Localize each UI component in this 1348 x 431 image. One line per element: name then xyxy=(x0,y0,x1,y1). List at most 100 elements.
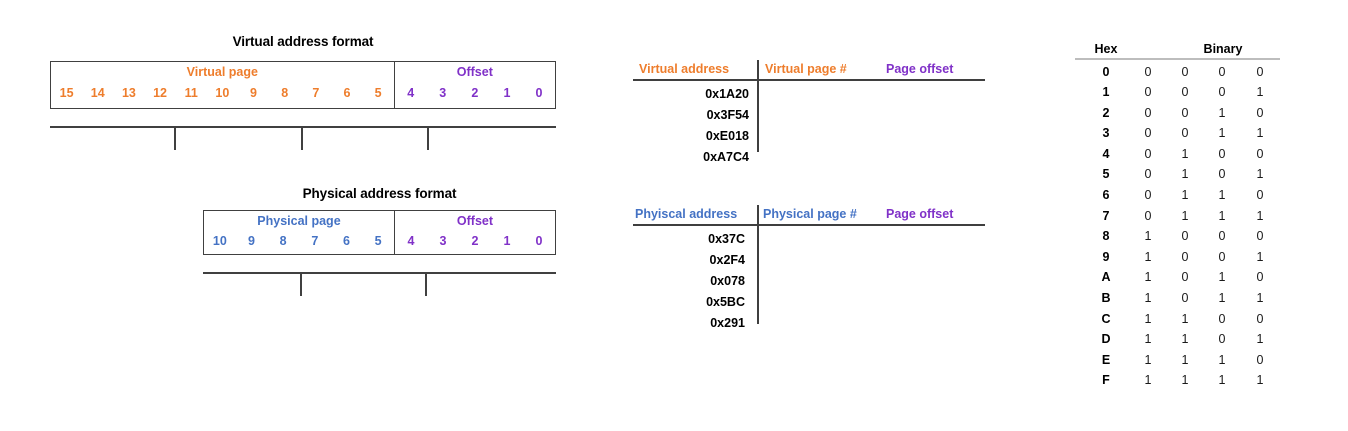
physical-address-table: Phyiscal address Physical page # Page of… xyxy=(633,205,985,334)
bit-label: 5 xyxy=(374,86,382,100)
binary-bit: 0 xyxy=(1218,167,1226,182)
binary-bit: 1 xyxy=(1256,167,1264,182)
virtual-address-table: Virtual address Virtual page # Page offs… xyxy=(633,60,985,168)
binary-bit: 0 xyxy=(1218,229,1226,244)
table-row: 0x078 xyxy=(710,273,745,288)
binary-bit: 1 xyxy=(1256,85,1264,100)
hex-value: F xyxy=(1102,373,1110,388)
binary-bit: 1 xyxy=(1144,229,1152,244)
virtual-address-format-title: Virtual address format xyxy=(232,34,374,49)
binary-bit: 0 xyxy=(1144,167,1152,182)
bit-label: 3 xyxy=(439,86,447,100)
binary-bit: 0 xyxy=(1181,229,1189,244)
hex-value: 7 xyxy=(1102,208,1110,223)
binary-bit: 0 xyxy=(1181,126,1189,141)
bit-label: 6 xyxy=(342,233,350,248)
table-row: D 1 1 0 1 xyxy=(1075,329,1280,350)
bit-label: 7 xyxy=(312,86,320,100)
virtual-ruler-line xyxy=(50,126,556,128)
virtual-ruler-tick xyxy=(427,128,429,150)
table-row: 8 1 0 0 0 xyxy=(1075,226,1280,247)
binary-bit: 1 xyxy=(1218,291,1226,306)
physical-ruler-line xyxy=(203,272,556,274)
table-row: F 1 1 1 1 xyxy=(1075,370,1280,391)
hex-value: D xyxy=(1101,332,1111,347)
binary-bit: 0 xyxy=(1144,105,1152,120)
virtual-address-format-box: Virtual page 15 14 13 12 11 10 9 8 7 6 5… xyxy=(50,61,556,109)
table-row: 9 1 0 0 1 xyxy=(1075,247,1280,268)
table-row: 6 0 1 1 0 xyxy=(1075,185,1280,206)
binary-bit: 0 xyxy=(1181,291,1189,306)
hex-value: 1 xyxy=(1102,85,1110,100)
bit-label: 8 xyxy=(281,86,289,100)
table-row: 0x291 xyxy=(710,315,745,330)
physical-ruler-tick xyxy=(425,274,427,296)
hex-value: B xyxy=(1101,291,1111,306)
binary-bit: 1 xyxy=(1181,208,1189,223)
binary-bit: 1 xyxy=(1218,270,1226,285)
column-header-physical-page-number: Physical page # xyxy=(763,207,857,221)
binary-bit: 0 xyxy=(1144,208,1152,223)
physical-offset-segment: Offset 4 3 2 1 0 xyxy=(393,211,555,254)
table-row: B 1 0 1 1 xyxy=(1075,288,1280,309)
hex-value: 6 xyxy=(1102,188,1110,203)
hex-value: 5 xyxy=(1102,167,1110,182)
binary-bit: 1 xyxy=(1181,352,1189,367)
bit-label: 9 xyxy=(248,233,255,248)
hex-value: A xyxy=(1101,270,1111,285)
virtual-page-bit-row: 15 14 13 12 11 10 9 8 7 6 5 xyxy=(51,79,394,109)
binary-bit: 1 xyxy=(1181,188,1189,203)
binary-bit: 1 xyxy=(1181,167,1189,182)
bit-label: 4 xyxy=(407,233,415,248)
binary-bit: 0 xyxy=(1256,64,1264,79)
hex-value: E xyxy=(1101,352,1111,367)
table-row: 1 0 0 0 1 xyxy=(1075,82,1280,103)
binary-bit: 1 xyxy=(1218,126,1226,141)
bit-label: 7 xyxy=(311,233,319,248)
virtual-offset-segment: Offset 4 3 2 1 0 xyxy=(393,62,555,108)
table-row: E 1 1 1 0 xyxy=(1075,350,1280,371)
binary-bit: 1 xyxy=(1144,311,1152,326)
bit-label: 4 xyxy=(407,86,415,100)
physical-table-header-rule xyxy=(633,224,985,226)
binary-bit: 0 xyxy=(1256,105,1264,120)
hex-binary-table: Hex Binary 0 0 0 0 0 1 0 0 0 1 2 0 0 1 0… xyxy=(1075,40,1280,391)
bit-label: 5 xyxy=(374,233,382,248)
table-row: 0x3F54 xyxy=(706,107,749,122)
virtual-page-segment-label: Virtual page xyxy=(186,65,258,79)
table-row: 2 0 0 1 0 xyxy=(1075,103,1280,124)
binary-bit: 1 xyxy=(1144,373,1152,388)
binary-bit: 0 xyxy=(1181,249,1189,264)
column-header-hex: Hex xyxy=(1094,42,1118,56)
column-header-page-offset: Page offset xyxy=(886,207,954,221)
bit-label: 12 xyxy=(153,86,167,100)
table-row: 0x37C xyxy=(708,231,745,246)
binary-bit: 1 xyxy=(1181,146,1189,161)
binary-bit: 0 xyxy=(1256,146,1264,161)
binary-bit: 1 xyxy=(1218,105,1226,120)
binary-bit: 0 xyxy=(1218,146,1226,161)
physical-address-format-box: Physical page 10 9 8 7 6 5 Offset 4 3 2 … xyxy=(203,210,556,255)
physical-address-format-title: Physical address format xyxy=(302,186,457,201)
bit-label: 1 xyxy=(503,86,511,100)
binary-bit: 1 xyxy=(1144,249,1152,264)
bit-label: 1 xyxy=(503,233,511,248)
virtual-offset-segment-label: Offset xyxy=(456,65,493,79)
binary-bit: 1 xyxy=(1144,352,1152,367)
binary-bit: 1 xyxy=(1144,270,1152,285)
binary-bit: 1 xyxy=(1256,249,1264,264)
binary-bit: 0 xyxy=(1218,85,1226,100)
hex-table-header-rule xyxy=(1075,58,1280,60)
binary-bit: 0 xyxy=(1256,229,1264,244)
table-row: 4 0 1 0 0 xyxy=(1075,144,1280,165)
virtual-page-segment: Virtual page 15 14 13 12 11 10 9 8 7 6 5 xyxy=(51,62,394,108)
column-header-page-offset: Page offset xyxy=(886,62,954,76)
binary-bit: 0 xyxy=(1144,146,1152,161)
bit-label: 2 xyxy=(471,233,479,248)
table-row: 0 0 0 0 0 xyxy=(1075,62,1280,83)
bit-label: 13 xyxy=(121,86,136,100)
binary-bit: 0 xyxy=(1181,64,1189,79)
physical-offset-segment-label: Offset xyxy=(456,214,494,228)
binary-bit: 1 xyxy=(1181,373,1189,388)
hex-binary-table-header: Hex Binary xyxy=(1075,40,1280,58)
